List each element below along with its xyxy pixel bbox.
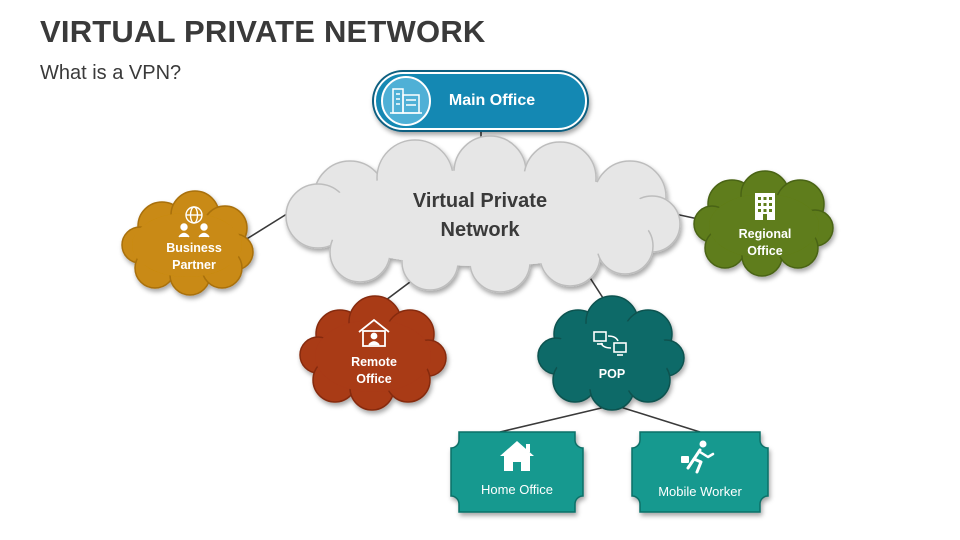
office-building-icon-badge: [381, 76, 431, 126]
house-icon: [500, 441, 534, 471]
regional-office-node: [693, 170, 834, 277]
regional-office-label-line1: Regional: [738, 227, 792, 241]
regional-office-label: Regional Office: [715, 226, 815, 260]
globe-people-icon: [178, 206, 210, 238]
mobile-worker-node: [631, 431, 769, 513]
business-partner-label: Business Partner: [144, 240, 244, 274]
slide-title: VIRTUAL PRIVATE NETWORK: [40, 14, 486, 49]
main-office-label: Main Office: [448, 92, 536, 109]
home-office-node: [450, 431, 584, 513]
home-office-label: Home Office: [480, 482, 553, 497]
vpn-cloud: [285, 135, 681, 293]
business-partner-label-line2: Partner: [172, 258, 216, 272]
connector-business-partner: [244, 211, 291, 241]
remote-office-label-line2: Office: [356, 372, 392, 386]
regional-office-label-line2: Office: [747, 244, 783, 258]
pop-node: [537, 295, 685, 411]
connector-home-office: [499, 404, 615, 433]
slide-subtitle: What is a VPN?: [40, 62, 182, 84]
running-person-icon: [681, 440, 715, 474]
vpn-cloud-label-line2: Network: [440, 219, 520, 241]
pop-label: POP: [598, 367, 626, 381]
remote-office-label: Remote Office: [324, 354, 424, 388]
main-office-node: [372, 70, 589, 132]
network-computers-icon: [593, 331, 627, 356]
connector-mobile-worker: [613, 404, 701, 433]
remote-office-node: [299, 295, 447, 411]
mobile-worker-label: Mobile Worker: [658, 484, 742, 499]
home-worker-icon: [358, 318, 390, 347]
business-partner-label-line1: Business: [166, 241, 222, 255]
vpn-cloud-label: Virtual Private Network: [380, 187, 580, 245]
vpn-cloud-label-line1: Virtual Private: [412, 190, 548, 212]
remote-office-label-line1: Remote: [351, 355, 397, 369]
office-building-icon: [390, 88, 422, 114]
building-icon: [755, 193, 775, 220]
